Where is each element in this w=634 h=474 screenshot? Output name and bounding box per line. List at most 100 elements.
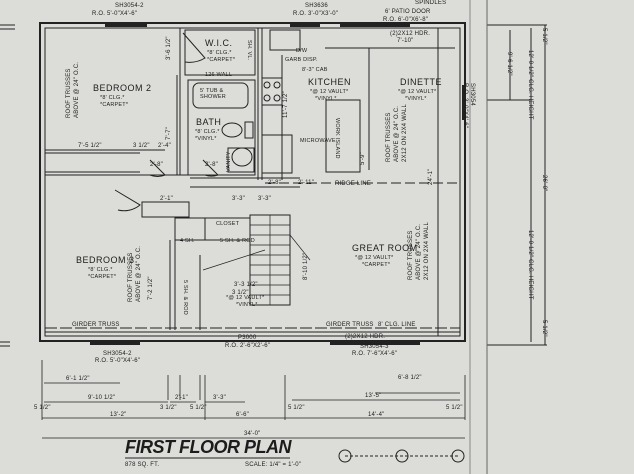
ridge-line-label: RIDGE LINE (335, 181, 372, 187)
shelf-rod: 5 SH. & ROD (220, 238, 255, 244)
work-island-label: WORK ISLAND (334, 118, 340, 159)
dim-3-3-half: 3'-3 1/2" (234, 282, 258, 288)
dim-right-9-6: 9'-6 1/2" (506, 52, 512, 76)
room-bedroom-2: BEDROOM 2 (93, 83, 152, 93)
dim-right-5: 5 1/2" (541, 28, 547, 45)
dim-2-1: 2'-1" (160, 196, 173, 202)
bedroom-3-floor: *CARPET* (88, 274, 117, 280)
dim-7-2: 7'-2 1/2" (148, 276, 154, 300)
bedroom-3-ceiling: *8' CLG.* (88, 267, 113, 273)
patio-door-code: 6' PATIO DOOR (385, 9, 431, 15)
patio-spindles-note: SPINDLES (415, 0, 447, 6)
tub-label: 5' TUB & SHOWER (200, 88, 226, 100)
bedroom-2-trusses-spacing: ABOVE @ 24" O.C. (74, 61, 80, 118)
bedroom-2-trusses: ROOF TRUSSES (66, 68, 72, 118)
dim-8-10: 8'-10 1/2" (303, 252, 309, 280)
window-kitchen-code: SH3636 (305, 3, 328, 9)
header-bottom: (2)2X12 HDR. (345, 334, 386, 340)
dinette-trusses-spacing: ABOVE @ 24" O.C. (394, 105, 400, 162)
dim-2-8-b: 2'-8" (205, 162, 218, 168)
dim-2-1-b: 2'-1" (175, 395, 188, 401)
great-room-floor: *CARPET* (362, 262, 391, 268)
window-bottom-left-code: SH3054-2 (103, 351, 132, 357)
vanity-label: VANITY (226, 151, 232, 172)
bedroom-2-ceiling: *8' CLG.* (100, 95, 125, 101)
wall-126: 126 WALL (205, 72, 233, 78)
dim-7-7: 7'-7" (166, 127, 172, 140)
window-top-left-code: SH3054-2 (115, 3, 144, 9)
ceiling-line-label: 8' CLG. LINE (378, 322, 416, 328)
dim-bedroom2-width: 7'-5 1/2" (78, 143, 102, 149)
great-room-trusses-spacing: ABOVE @ 24" O.C. (416, 223, 422, 280)
dim-5-c: 5 1/2" (288, 405, 305, 411)
dim-6-8: 6'-8 1/2" (398, 375, 422, 381)
room-bath: BATH (196, 117, 222, 127)
dim-5-b: 5 1/2" (190, 405, 207, 411)
dishwasher-label: D/W (296, 48, 308, 54)
microwave-label: MICROWAVE (300, 138, 336, 144)
room-kitchen: KITCHEN (308, 77, 352, 87)
bedroom-3-trusses: ROOF TRUSSES (128, 252, 134, 302)
door-ro: R.O. 2'-6"X2'-6" (225, 343, 271, 349)
dim-right-clg-height-2: 12'-0 1/2" CLG. HEIGHT (527, 230, 533, 300)
bedroom-3-trusses-spacing: ABOVE @ 24" O.C. (136, 245, 142, 302)
dinette-ceiling: *@ 12 VAULT* (398, 89, 437, 95)
dim-3-6: 3'-6 1/2" (166, 36, 172, 60)
kitchen-ceiling: *@ 12 VAULT* (310, 89, 349, 95)
dim-3-3-b: 3'-3" (258, 196, 271, 202)
dim-5-d: 5 1/2" (446, 405, 463, 411)
dim-3-5: 3 1/2" (133, 143, 150, 149)
dim-6-6: 6'-6" (236, 412, 249, 418)
window-top-left-ro: R.O. 5'-0"X4'-6" (92, 11, 138, 17)
window-side-code: SH3054 (469, 83, 475, 106)
window-bottom-right-ro: R.O. 7'-6"X4'-6" (352, 351, 398, 357)
wic-ceiling: *8' CLG.* (207, 50, 232, 56)
dim-2-8-c: 2'-8" (268, 180, 281, 186)
dim-6-1: 6'-1 1/2" (66, 376, 90, 382)
great-room-trusses: ROOF TRUSSES (408, 230, 414, 280)
room-great-room: GREAT ROOM (352, 243, 418, 253)
dim-9-10: 9'-10 1/2" (88, 395, 116, 401)
dim-3-3: 3'-3" (232, 196, 245, 202)
bath-ceiling: *8' CLG.* (195, 129, 220, 135)
cabinet-label: 8'-3" CAB (302, 67, 328, 73)
room-dinette: DINETTE (400, 77, 443, 87)
dim-5-9: 5'-9" (360, 152, 366, 165)
bath-floor: *VINYL* (195, 136, 217, 142)
dim-5-a: 5 1/2" (34, 405, 51, 411)
entry-ceiling: *@ 12 VAULT* (226, 295, 265, 301)
dim-13-2: 13'-2" (110, 412, 127, 418)
girder-truss-left: GIRDER TRUSS (72, 322, 120, 328)
great-room-ceiling: *@ 12 VAULT* (355, 255, 394, 261)
square-footage: 878 SQ. FT. (125, 462, 160, 468)
dim-2-8-a: 2'-8" (150, 162, 163, 168)
shelf-rod-2: 5 SH. & ROD (182, 280, 188, 315)
dim-11-7: 11'-7 1/2" (283, 91, 289, 118)
patio-door-ro: R.O. 6'-0"X6'-8" (383, 17, 429, 23)
closet-label: CLOSET (216, 221, 240, 227)
window-side-ro: R.O. 3'-0"X4'-6" (462, 83, 468, 129)
kitchen-floor: *VINYL* (315, 96, 337, 102)
bedroom-2-floor: *CARPET* (100, 102, 129, 108)
dim-3-b: 3 1/2" (160, 405, 177, 411)
dinette-trusses: ROOF TRUSSES (386, 112, 392, 162)
garbage-disposal-label: GARB DISP. (285, 57, 318, 63)
dinette-floor: *VINYL* (405, 96, 427, 102)
dim-3-half: 3 1/2" (232, 290, 249, 296)
header-top: (2)2X12 HDR. (390, 31, 431, 37)
wic-shelf: SH. VL. (246, 40, 252, 61)
dim-2-11: 2'-11" (298, 180, 315, 186)
room-bedroom-3: BEDROOM 3 (76, 255, 135, 265)
entry-floor: *VINYL* (236, 302, 258, 308)
dim-right-26: 26'-0" (541, 175, 547, 192)
dim-24-1: 24'-1" (428, 168, 434, 185)
window-bottom-right-code: SH3054-3 (360, 344, 389, 350)
wic-floor: *CARPET* (207, 57, 236, 63)
dim-2-4: 2'-4" (158, 143, 171, 149)
dinette-vault-note: 2X12 ON 2X4 WALL (402, 103, 408, 162)
shelf-4: 4 SH. (180, 238, 195, 244)
header-top-len: 7'-10" (397, 38, 414, 44)
room-wic: W.I.C. (205, 38, 233, 48)
girder-truss-right: GIRDER TRUSS (326, 322, 374, 328)
